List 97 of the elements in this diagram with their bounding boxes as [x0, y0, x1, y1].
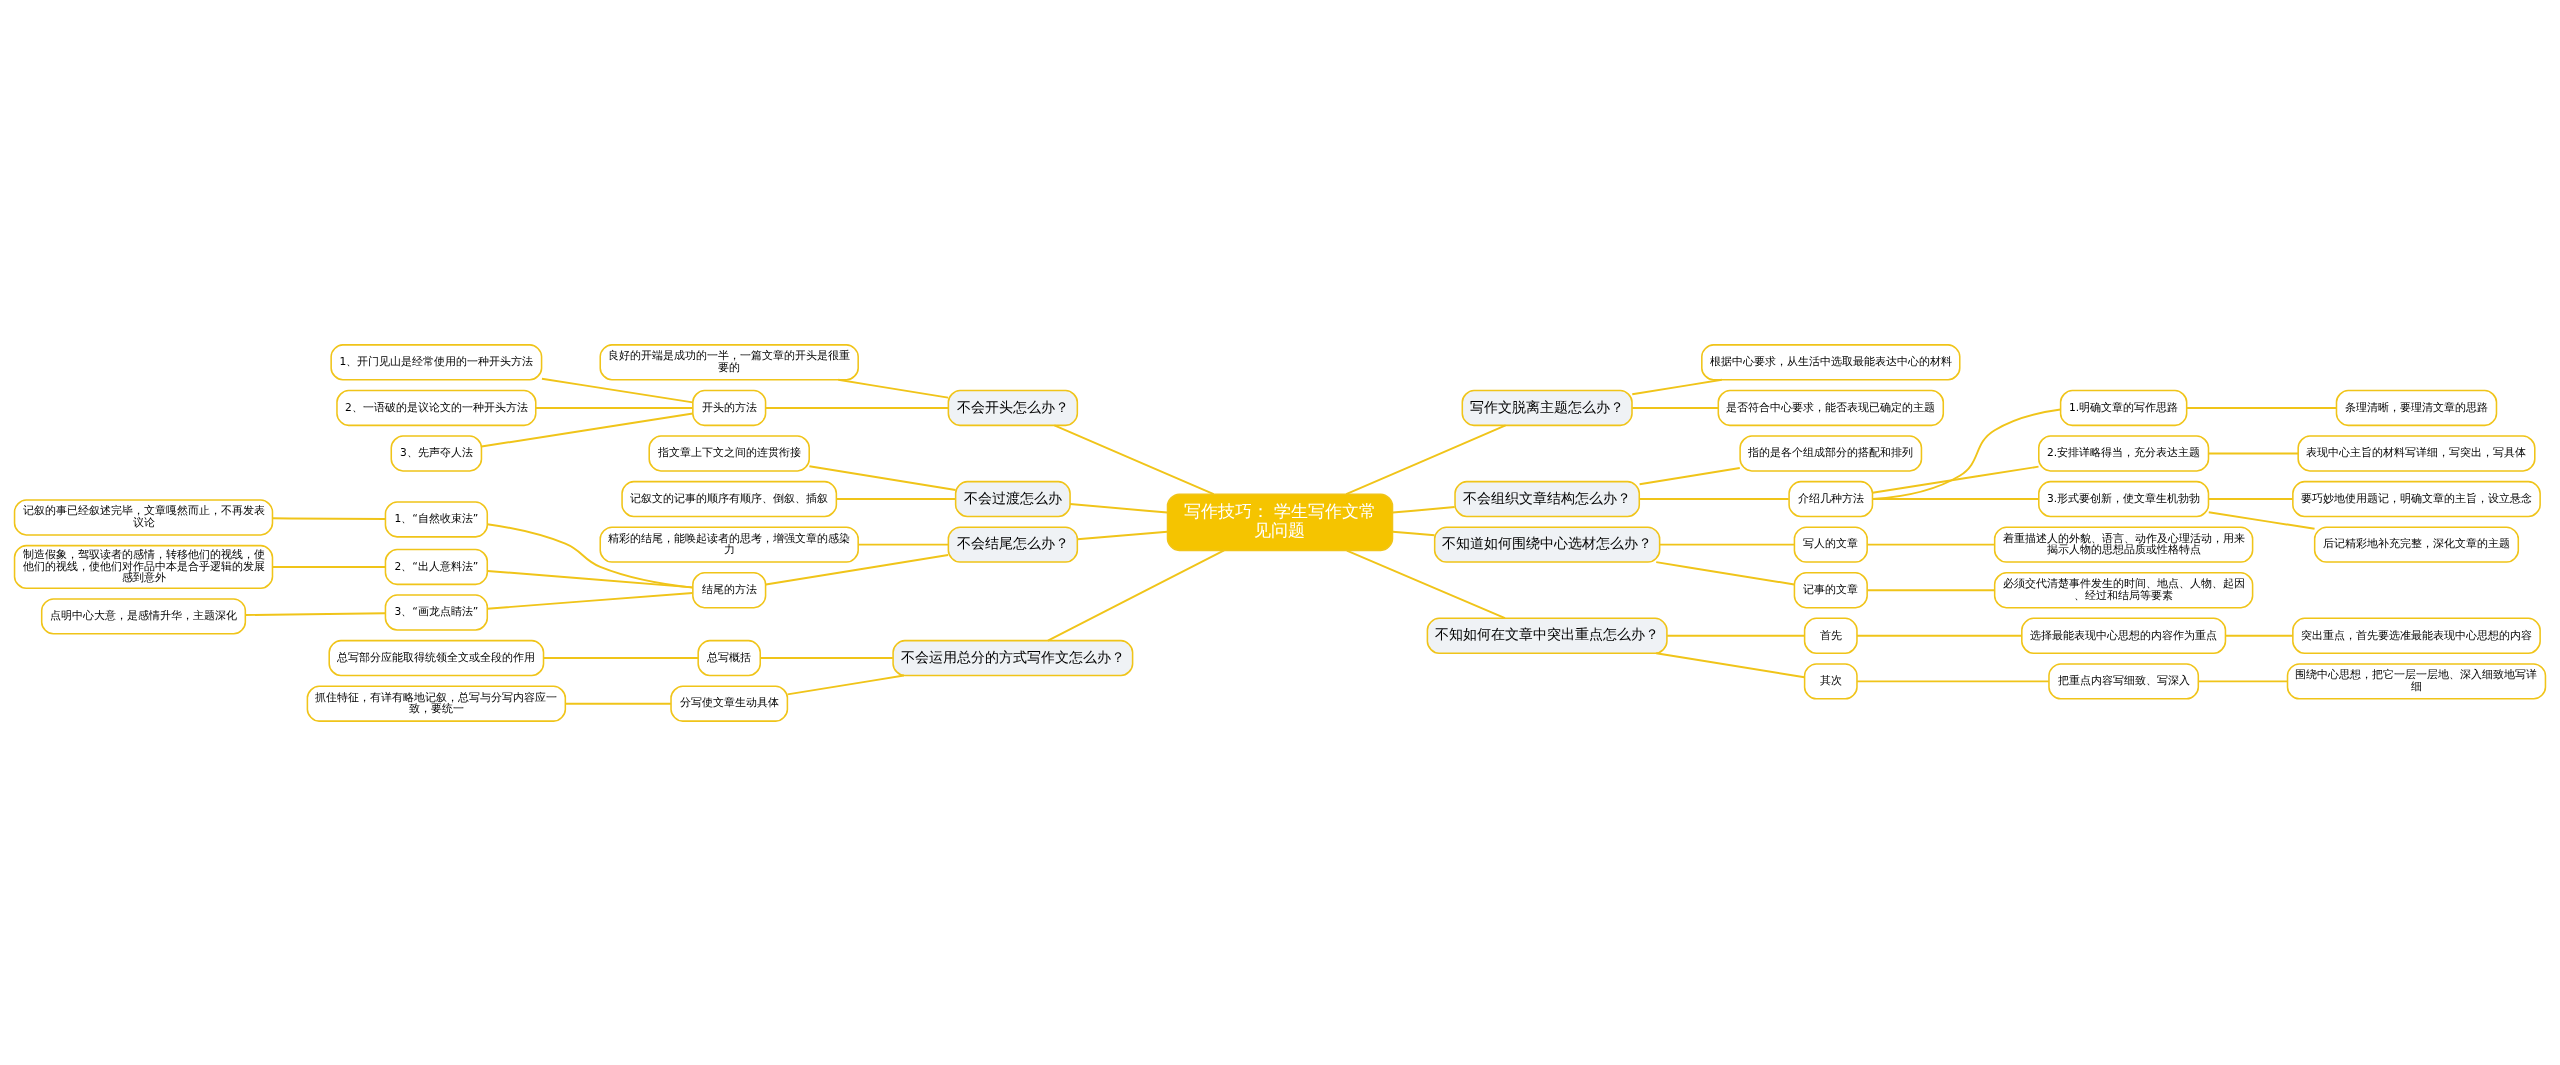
connector	[764, 406, 950, 409]
node-box: 不会开头怎么办？	[947, 389, 1079, 426]
connector	[486, 522, 694, 589]
connector	[1047, 549, 1226, 642]
node-box: 是否符合中心要求，能否表现已确定的主题	[1717, 389, 1945, 426]
connector	[1345, 423, 1507, 495]
connector	[1076, 530, 1169, 540]
connector	[1391, 530, 1436, 536]
node-box: 其次	[1803, 662, 1858, 700]
connector	[271, 516, 387, 520]
node-box: 开头的方法	[692, 389, 767, 426]
node-box: 记事的文章	[1793, 571, 1868, 608]
connector	[486, 591, 694, 610]
connector	[835, 497, 957, 500]
connector	[540, 377, 694, 403]
node-box: 良好的开端是成功的一半，一篇文章的开头是很重要的	[599, 343, 859, 381]
connector	[2207, 510, 2316, 530]
connector	[271, 565, 387, 568]
node-box: 指文章上下文之间的连贯衔接	[648, 434, 810, 472]
node-box: 总写概括	[697, 639, 761, 676]
connector	[2186, 406, 2338, 409]
connector	[1856, 679, 2050, 682]
node-box: 3、“画龙点睛法”	[384, 593, 489, 631]
node-box: 结尾的方法	[692, 571, 767, 608]
connector	[486, 569, 694, 588]
node-box: 写作技巧： 学生写作文常见问题	[1166, 492, 1394, 551]
node-box: 抓住特征，有详有略地记叙，总写与分写内容应一致，要统一	[306, 684, 567, 722]
node-box: 写作文脱离主题怎么办？	[1461, 389, 1633, 426]
connector	[1866, 588, 1996, 591]
node-box: 2、一语破的是议论文的一种开头方法	[336, 389, 537, 426]
connector	[1655, 560, 1796, 585]
connector	[542, 656, 700, 659]
node-box: 分写使文章生动具体	[670, 684, 789, 722]
node-box: 2.安排详略得当，充分表达主题	[2038, 434, 2210, 472]
node-box: 3.形式要创新，使文章生机勃勃	[2038, 480, 2210, 517]
node-box: 不会组织文章结构怎么办？	[1454, 480, 1641, 517]
node-box: 制造假象，驾驭读者的感情，转移他们的视线，使他们的视线，使他们对作品中本是合乎逻辑的发展感到意外	[13, 544, 274, 589]
node-box: 记叙文的记事的顺序有顺序、倒叙、插叙	[621, 480, 838, 517]
node-box: 1、“自然收束法”	[384, 500, 489, 538]
node-box: 点明中心大意，是感情升华，主题深化	[40, 597, 247, 635]
connector	[1638, 466, 1741, 485]
node-box: 1.明确文章的写作思路	[2059, 389, 2188, 426]
node-box: 必须交代清楚事件发生的时间、地点、人物、起因、经过和结局等要素	[1993, 571, 2254, 608]
node-box: 把重点内容写细致、写深入	[2048, 662, 2200, 700]
connector	[1658, 543, 1796, 546]
connector	[764, 553, 950, 585]
node-box: 表现中心主旨的材料写详细，写突出，写具体	[2297, 434, 2536, 472]
connector	[1631, 406, 1720, 409]
connector	[1655, 651, 1806, 678]
connector	[1391, 505, 1456, 513]
connector	[564, 702, 672, 705]
connector	[786, 674, 905, 695]
node-box: 介绍几种方法	[1788, 480, 1874, 517]
connector	[1871, 465, 2040, 494]
node-box: 着重描述人的外貌、语言、动作及心理活动，用来揭示人物的思想品质或性格特点	[1993, 525, 2254, 563]
connector	[1053, 423, 1215, 495]
connector	[808, 464, 957, 491]
node-box: 2、“出人意料法”	[384, 548, 489, 585]
connector	[2197, 679, 2289, 682]
connector	[837, 378, 950, 399]
connector	[1069, 502, 1169, 513]
connector	[244, 611, 387, 616]
node-box: 写人的文章	[1793, 525, 1868, 563]
node-box: 要巧妙地使用题记，明确文章的主旨，设立悬念	[2292, 480, 2541, 517]
node-box: 精彩的结尾，能唤起读者的思考，增强文章的感染力	[599, 525, 859, 563]
connector	[2207, 452, 2299, 454]
connector	[1631, 378, 1723, 395]
node-box: 选择最能表现中心思想的内容作为重点	[2021, 617, 2227, 654]
node-box: 总写部分应能取得统领全文或全段的作用	[328, 639, 545, 676]
connector	[857, 543, 950, 546]
node-box: 后记精彩地补充完整，深化文章的主题	[2313, 525, 2520, 563]
connector	[1666, 634, 1806, 637]
connector	[2207, 497, 2294, 500]
node-box: 突出重点，首先要选准最能表现中心思想的内容	[2292, 617, 2541, 654]
connector	[1866, 543, 1996, 546]
node-box: 根据中心要求，从生活中选取最能表达中心的材料	[1701, 343, 1961, 381]
node-box: 条理清晰，要理清文章的思路	[2335, 389, 2498, 426]
node-box: 不会运用总分的方式写作文怎么办？	[892, 639, 1134, 676]
connector	[1871, 408, 2062, 500]
node-box: 不会结尾怎么办？	[947, 525, 1079, 563]
connector	[2224, 634, 2294, 637]
connector	[1871, 497, 2040, 500]
connector	[759, 656, 894, 659]
node-box: 1、开门见山是经常使用的一种开头方法	[330, 343, 543, 381]
node-box: 不会过渡怎么办	[954, 480, 1071, 517]
node-box: 首先	[1803, 617, 1858, 654]
connector	[1638, 497, 1790, 500]
node-box: 记叙的事已经叙述完毕，文章嘎然而止，不再发表议论	[13, 498, 274, 536]
connector	[1345, 549, 1506, 619]
node-box: 不知道如何围绕中心选材怎么办？	[1433, 525, 1661, 563]
connector	[1856, 634, 2023, 637]
connector	[534, 406, 694, 409]
node-box: 不知如何在文章中突出重点怎么办？	[1426, 617, 1668, 654]
connector	[480, 412, 694, 448]
node-box: 围绕中心思想，把它一层一层地、深入细致地写详细	[2286, 662, 2547, 700]
node-box: 3、先声夺人法	[390, 434, 483, 472]
node-box: 指的是各个组成部分的搭配和排列	[1739, 434, 1923, 472]
